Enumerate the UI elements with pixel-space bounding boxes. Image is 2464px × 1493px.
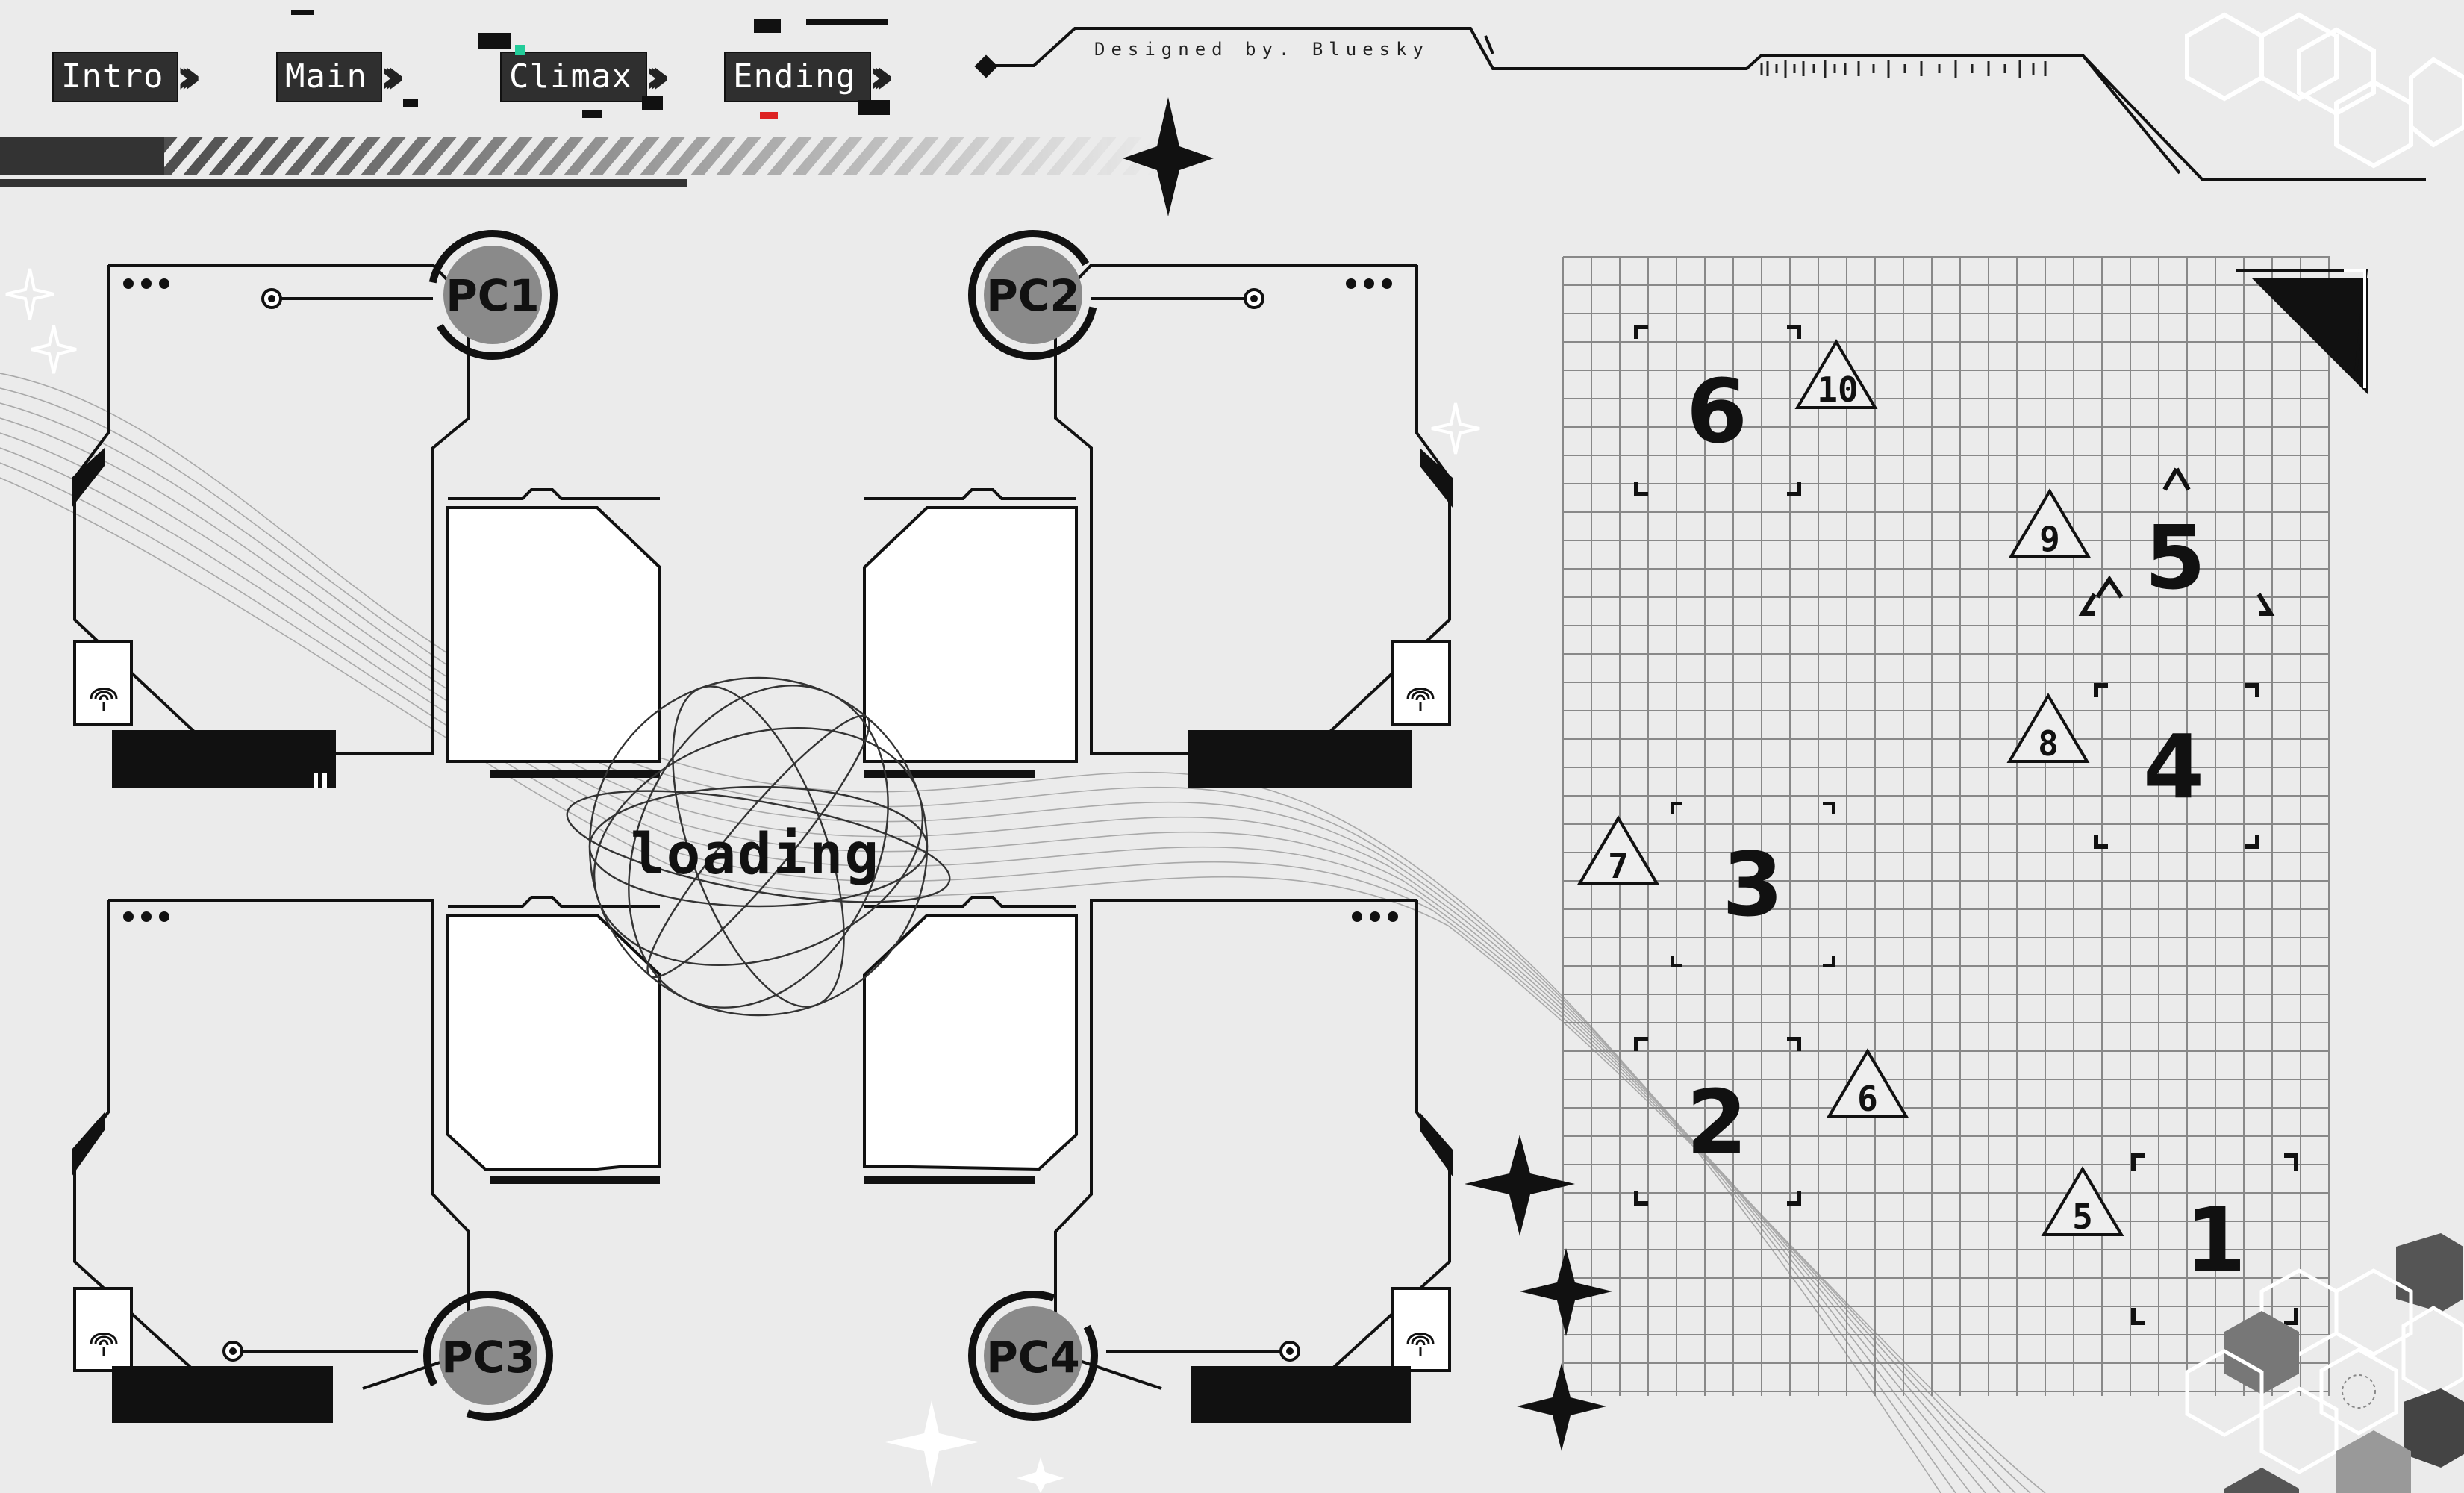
sparkle-icon [1465, 1135, 1575, 1236]
tab-main-label: Main [276, 52, 382, 102]
sparkle-icon [1517, 1363, 1606, 1451]
board-slot-2: 2 [1634, 1037, 1801, 1206]
header-circuit [974, 27, 2426, 181]
portrait-panel-pc3 [446, 896, 661, 1184]
stripe-bar [0, 137, 1164, 187]
wave-lines [0, 373, 2046, 1493]
sparkle-icon [1017, 1457, 1064, 1493]
svg-text:8: 8 [2038, 723, 2059, 764]
sparkle-icon [885, 1400, 978, 1487]
tab-ending-label: Ending [724, 52, 871, 102]
grid-board [1562, 256, 2330, 1396]
player-frame-pc1 [73, 264, 470, 755]
sparkle-icon [31, 325, 77, 374]
fingerprint-icon [1406, 688, 1435, 711]
pc2-label: PC2 [986, 270, 1079, 321]
board-number: 5 [2145, 506, 2206, 609]
globe-icon [566, 676, 951, 1017]
hexagon-icon [2185, 1233, 2464, 1493]
board-number: 6 [1686, 360, 1747, 463]
barcode [1760, 60, 2047, 78]
fingerprint-icon [90, 1333, 118, 1356]
portrait-panel-pc2 [863, 488, 1078, 778]
sparkle-icon [5, 268, 54, 320]
triangle-marker-10: 10 [1794, 339, 1878, 410]
sparkle-icon [1520, 1248, 1612, 1336]
svg-text:5: 5 [2072, 1197, 2093, 1237]
svg-text:9: 9 [2039, 519, 2060, 559]
pc-badge-pc3 [423, 1290, 553, 1421]
triangle-marker-6: 6 [1826, 1048, 1909, 1119]
player-frame-pc2 [1054, 264, 1451, 755]
board-number: 2 [1686, 1070, 1747, 1173]
pc-badge-pc1 [428, 230, 558, 360]
glitch-fragments [291, 10, 890, 119]
board-number: 3 [1722, 833, 1783, 936]
board-number: 4 [2143, 715, 2204, 818]
board-slot-5: 5 [2078, 467, 2275, 616]
pc4-label: PC4 [986, 1332, 1079, 1383]
player-frame-pc4 [1054, 899, 1451, 1390]
designer-credit: Designed by. Bluesky [1094, 39, 1429, 60]
svg-text:6: 6 [1857, 1079, 1878, 1119]
sparkle-icon [1123, 97, 1214, 216]
triangle-marker-8: 8 [2006, 693, 2090, 764]
tab-main[interactable]: Main ››› [266, 52, 405, 102]
board-slot-4: 4 [2094, 683, 2259, 849]
svg-text:7: 7 [1608, 846, 1629, 886]
pc-badge-pc4 [968, 1291, 1099, 1421]
tab-intro-label: Intro [52, 52, 179, 102]
loading-text: loading [631, 820, 880, 887]
svg-text:10: 10 [1817, 370, 1858, 410]
pc3-label: PC3 [441, 1332, 534, 1383]
player-frame-pc3 [73, 899, 470, 1390]
board-slot-1: 1 [2131, 1153, 2298, 1325]
board-slot-3: 3 [1671, 802, 1835, 967]
hexagon-icon [2185, 12, 2464, 169]
board-number: 1 [2185, 1188, 2246, 1291]
triangle-marker-7: 7 [1576, 815, 1660, 886]
pc1-label: PC1 [446, 270, 539, 321]
fingerprint-icon [90, 688, 118, 711]
triangle-marker-9: 9 [2008, 488, 2092, 559]
board-slot-6: 6 [1634, 325, 1801, 496]
tab-climax-label: Climax [500, 52, 647, 102]
portrait-panel-pc1 [446, 488, 661, 778]
portrait-panel-pc4 [863, 896, 1078, 1184]
triangle-marker-5: 5 [2041, 1166, 2124, 1237]
fingerprint-icon [1406, 1333, 1435, 1356]
arrow-icon [2236, 269, 2368, 394]
pc-badge-pc2 [967, 230, 1098, 360]
sparkle-icon [1431, 402, 1480, 455]
